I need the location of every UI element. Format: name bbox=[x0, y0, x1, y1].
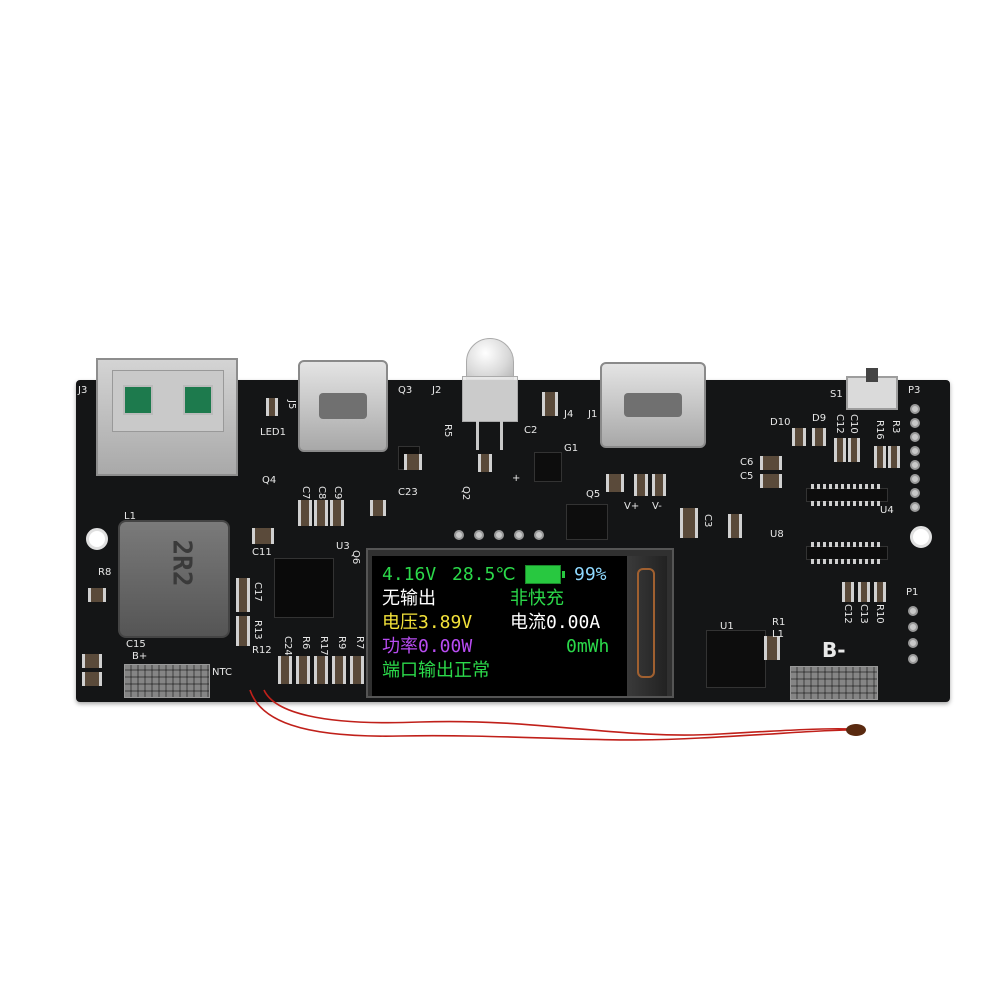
label-q5: Q5 bbox=[586, 489, 601, 500]
label-v-plus: V+ bbox=[624, 501, 640, 512]
label-j1: J1 bbox=[588, 409, 598, 420]
label-c8: C8 bbox=[316, 486, 327, 500]
main-controller-chip bbox=[274, 558, 334, 618]
label-p1: P1 bbox=[906, 587, 919, 598]
label-j2: J2 bbox=[432, 385, 442, 396]
display-temperature: 28.5℃ bbox=[452, 564, 516, 585]
display-port-status: 端口输出正常 bbox=[382, 660, 490, 681]
label-plus: + bbox=[512, 473, 521, 484]
label-j4: J4 bbox=[564, 409, 574, 420]
label-r12: R12 bbox=[252, 645, 272, 656]
label-u8: U8 bbox=[770, 529, 784, 540]
battery-icon bbox=[525, 565, 565, 584]
ic-u1 bbox=[706, 630, 766, 688]
display-battery-voltage: 4.16V bbox=[382, 564, 437, 585]
lcd-screen: 4.16V 28.5℃ 99% 无输出 非快充 电压 3.89V 电流 0.00… bbox=[372, 556, 627, 696]
label-u3: U3 bbox=[336, 541, 350, 552]
label-r9: R9 bbox=[336, 636, 347, 650]
display-flex-cable bbox=[627, 556, 667, 696]
thermistor-probe bbox=[846, 724, 866, 736]
usb-a-tongue bbox=[112, 370, 224, 432]
label-l1: L1 bbox=[124, 511, 136, 522]
display-voltage-value: 3.89V bbox=[418, 612, 473, 633]
label-q6: Q6 bbox=[350, 550, 361, 565]
label-c12-top: C12 bbox=[834, 414, 845, 434]
label-l1b: L1 bbox=[772, 629, 784, 640]
label-r6: R6 bbox=[300, 636, 311, 650]
label-c7: C7 bbox=[300, 486, 311, 500]
label-c2: C2 bbox=[524, 425, 538, 436]
label-v-minus: V- bbox=[652, 501, 662, 512]
label-q3: Q3 bbox=[398, 385, 413, 396]
ic-u4-top bbox=[806, 484, 888, 506]
label-ntc: NTC bbox=[212, 667, 232, 678]
usb-a-contact bbox=[183, 385, 213, 415]
label-b-plus: B+ bbox=[132, 651, 148, 662]
label-p3: P3 bbox=[908, 385, 921, 396]
label-c13: C13 bbox=[858, 604, 869, 624]
display-output-status: 无输出 bbox=[382, 588, 436, 609]
mounting-hole-right bbox=[910, 526, 932, 548]
power-inductor: 2R2 bbox=[118, 520, 230, 638]
label-c3: C3 bbox=[702, 514, 713, 528]
label-u4: U4 bbox=[880, 505, 894, 516]
label-r1: R1 bbox=[772, 617, 786, 628]
battery-pad-positive bbox=[124, 664, 210, 698]
usb-c-port-right bbox=[600, 362, 706, 448]
label-r16: R16 bbox=[874, 420, 885, 440]
label-c9: C9 bbox=[332, 486, 343, 500]
label-c12: C12 bbox=[842, 604, 853, 624]
label-g1: G1 bbox=[564, 443, 579, 454]
flashlight-led bbox=[452, 338, 526, 450]
label-c24: C24 bbox=[282, 636, 293, 656]
display-power-value: 0.00W bbox=[418, 636, 473, 657]
display-current-label: 电流 bbox=[510, 612, 546, 633]
label-led1: LED1 bbox=[260, 427, 286, 438]
ic-u4-bottom bbox=[806, 542, 888, 564]
label-b-minus: B- bbox=[822, 638, 846, 662]
label-c10: C10 bbox=[848, 414, 859, 434]
display-current-value: 0.00A bbox=[546, 612, 601, 633]
label-r7: R7 bbox=[354, 636, 365, 650]
label-d9: D9 bbox=[812, 413, 827, 424]
usb-a-contact bbox=[123, 385, 153, 415]
label-c23: C23 bbox=[398, 487, 418, 498]
display-energy-value: 0mWh bbox=[566, 636, 610, 657]
push-button bbox=[846, 368, 898, 410]
label-r8: R8 bbox=[98, 567, 112, 578]
label-c17: C17 bbox=[252, 582, 263, 602]
label-u1: U1 bbox=[720, 621, 734, 632]
display-power-label: 功率 bbox=[382, 636, 418, 657]
usb-c-port-left bbox=[298, 360, 388, 452]
transistor-g1 bbox=[534, 452, 562, 482]
label-d10: D10 bbox=[770, 417, 791, 428]
transistor-q5 bbox=[566, 504, 608, 540]
battery-pad-negative bbox=[790, 666, 878, 700]
label-j5: J5 bbox=[286, 400, 297, 410]
label-c5: C5 bbox=[740, 471, 754, 482]
label-r17: R17 bbox=[318, 636, 329, 656]
usb-a-port bbox=[96, 358, 238, 476]
label-r13: R13 bbox=[252, 620, 263, 640]
label-r3: R5 bbox=[442, 424, 453, 438]
label-c15: C15 bbox=[126, 639, 146, 650]
label-r10: R10 bbox=[874, 604, 885, 624]
mounting-hole-left bbox=[86, 528, 108, 550]
label-q4: Q4 bbox=[262, 475, 277, 486]
display-battery-percent: 99% bbox=[574, 564, 607, 585]
label-c11: C11 bbox=[252, 547, 272, 558]
label-c6: C6 bbox=[740, 457, 754, 468]
label-s1: S1 bbox=[830, 389, 843, 400]
display-voltage-label: 电压 bbox=[382, 612, 418, 633]
display-fast-charge: 非快充 bbox=[510, 588, 564, 609]
label-q2: Q2 bbox=[460, 486, 471, 501]
label-r3-right: R3 bbox=[890, 420, 901, 434]
label-j3: J3 bbox=[78, 385, 88, 396]
